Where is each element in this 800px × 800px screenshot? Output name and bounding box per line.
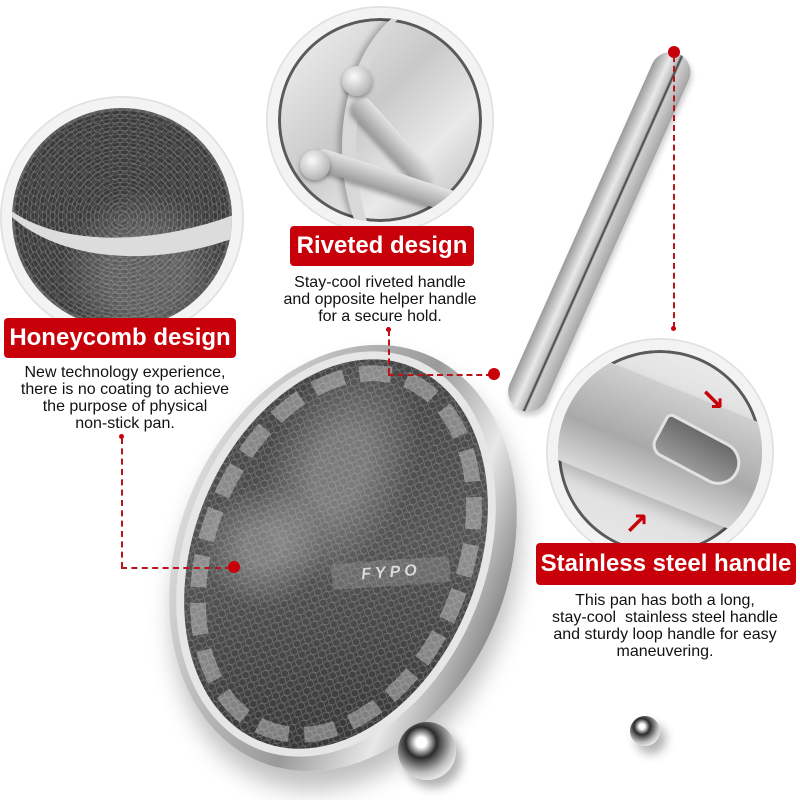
description-line: New technology experience, <box>24 364 226 381</box>
description-line: non-stick pan. <box>75 415 175 432</box>
rivet-detail-image <box>268 8 492 232</box>
honeycomb-design-label: Honeycomb design <box>4 318 236 358</box>
callout-dot <box>228 561 240 573</box>
callout-dot-small <box>671 326 676 331</box>
callout-line <box>388 374 492 376</box>
riveted-design-label: Riveted design <box>290 226 474 266</box>
rivet-bolt-icon <box>300 150 330 180</box>
callout-dot-small <box>119 434 124 439</box>
arrow-up-right-icon: ↗ <box>624 508 650 541</box>
callout-dot <box>488 368 500 380</box>
riveted-description: Stay-cool riveted handle and opposite he… <box>270 274 490 325</box>
steel-ball-large <box>398 722 456 780</box>
description-line: for a secure hold. <box>318 308 442 325</box>
stainless-steel-handle-label: Stainless steel handle <box>536 543 796 585</box>
callout-line <box>121 438 123 568</box>
honeycomb-detail-image <box>2 98 242 338</box>
description-line: This pan has both a long, <box>575 592 755 609</box>
steel-ball-small <box>630 716 660 746</box>
description-line: stay-cool stainless steel handle <box>552 609 778 626</box>
description-line: the purpose of physical <box>42 398 208 415</box>
description-line: and sturdy loop handle for easy <box>553 626 777 643</box>
callout-line <box>388 330 390 374</box>
description-line: and opposite helper handle <box>283 291 477 308</box>
description-line: maneuvering. <box>616 643 714 660</box>
handle-description: This pan has both a long, stay-cool stai… <box>530 592 800 660</box>
honeycomb-description: New technology experience, there is no c… <box>0 364 250 432</box>
description-line: there is no coating to achieve <box>20 381 230 398</box>
callout-dot-small <box>386 327 391 332</box>
arrow-down-right-icon: ↘ <box>700 384 726 417</box>
honeycomb-texture <box>12 108 232 328</box>
rivet-bolt-icon <box>342 66 372 96</box>
callout-line <box>673 56 675 328</box>
description-line: Stay-cool riveted handle <box>294 274 466 291</box>
loop-handle-detail-image <box>548 340 772 564</box>
callout-dot <box>668 46 680 58</box>
callout-line <box>121 567 231 569</box>
